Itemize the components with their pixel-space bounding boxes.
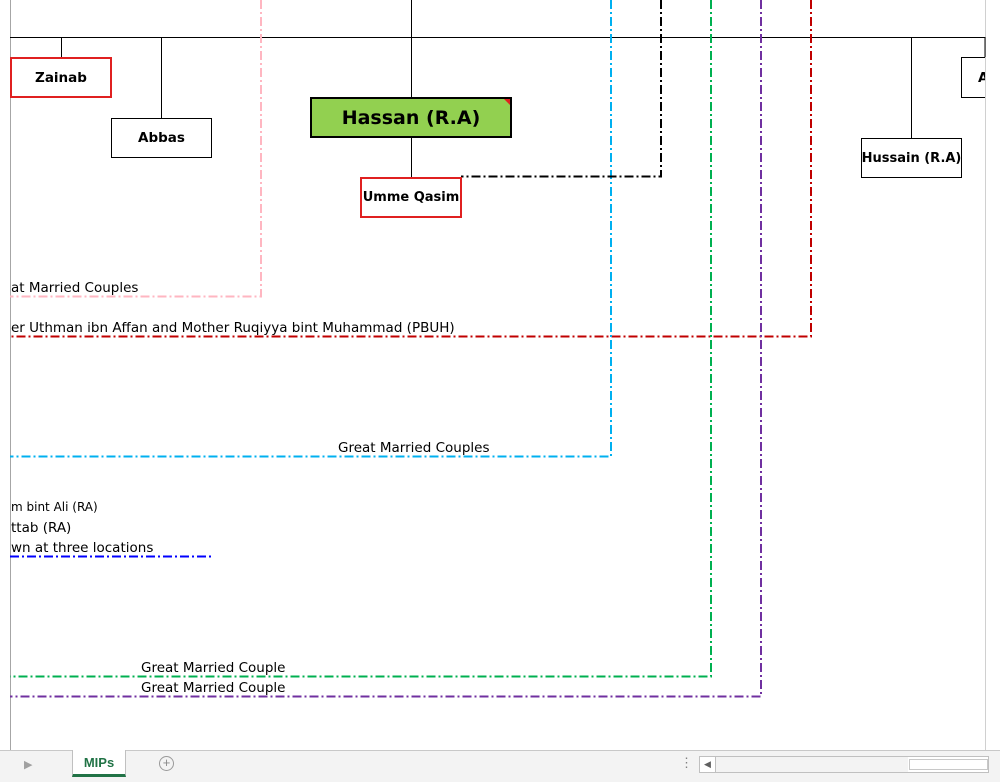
node-hassan[interactable]: Hassan (R.A) <box>310 97 512 138</box>
green-couple-label: Great Married Couple <box>141 660 286 676</box>
note-line-1: m bint Ali (RA) <box>11 500 98 514</box>
spreadsheet-grid[interactable]: Zainab Abbas Hassan (R.A) Umme Qasim Hus… <box>0 0 1000 750</box>
grid-left-border <box>10 0 11 750</box>
green-couple-line <box>10 0 712 678</box>
purple-couple-label: Great Married Couple <box>141 680 286 696</box>
chevron-left-icon[interactable]: ◀ <box>700 757 716 772</box>
purple-couple-line <box>10 0 762 698</box>
pink-couple-label: at Married Couples <box>11 280 139 296</box>
red-couple-line <box>10 0 812 338</box>
node-umme-qasim[interactable]: Umme Qasim <box>360 177 462 218</box>
node-hassan-label: Hassan (R.A) <box>341 106 481 129</box>
node-partial-right[interactable]: A <box>961 57 985 98</box>
node-umme-qasim-label: Umme Qasim <box>362 190 460 205</box>
note-line-3: wn at three locations <box>11 540 154 556</box>
node-abbas[interactable]: Abbas <box>111 118 212 158</box>
horizontal-scrollbar[interactable]: ◀ <box>699 756 989 773</box>
grid-right-border <box>985 0 986 750</box>
comment-indicator-icon[interactable] <box>504 99 510 105</box>
sheet-tab-bar: ▶ MIPs + ⋮ ◀ <box>0 750 1000 782</box>
sheet-nav-arrow-icon[interactable]: ▶ <box>24 759 33 771</box>
node-hussain-label: Hussain (R.A) <box>861 150 962 166</box>
black-couple-line <box>461 0 662 178</box>
tab-mips-label: MIPs <box>83 754 115 770</box>
vertical-ellipsis-icon[interactable]: ⋮ <box>680 755 693 770</box>
node-zainab-label: Zainab <box>35 69 87 86</box>
family-tree-connectors <box>10 0 986 698</box>
note-line-2: ttab (RA) <box>11 520 72 536</box>
scrollbar-thumb[interactable] <box>909 759 988 770</box>
node-abbas-label: Abbas <box>138 130 185 146</box>
cyan-couple-line <box>10 0 612 458</box>
plus-circle-icon[interactable]: + <box>159 756 174 771</box>
node-hussain[interactable]: Hussain (R.A) <box>861 138 962 178</box>
red-couple-label: er Uthman ibn Affan and Mother Ruqiyya b… <box>11 320 455 336</box>
node-partial-right-label: A <box>978 70 985 86</box>
cyan-couple-label: Great Married Couples <box>338 440 490 456</box>
scrollbar-track[interactable] <box>716 757 908 772</box>
tab-mips[interactable]: MIPs <box>72 750 126 777</box>
node-zainab[interactable]: Zainab <box>10 57 112 98</box>
pink-couple-line <box>10 0 262 298</box>
